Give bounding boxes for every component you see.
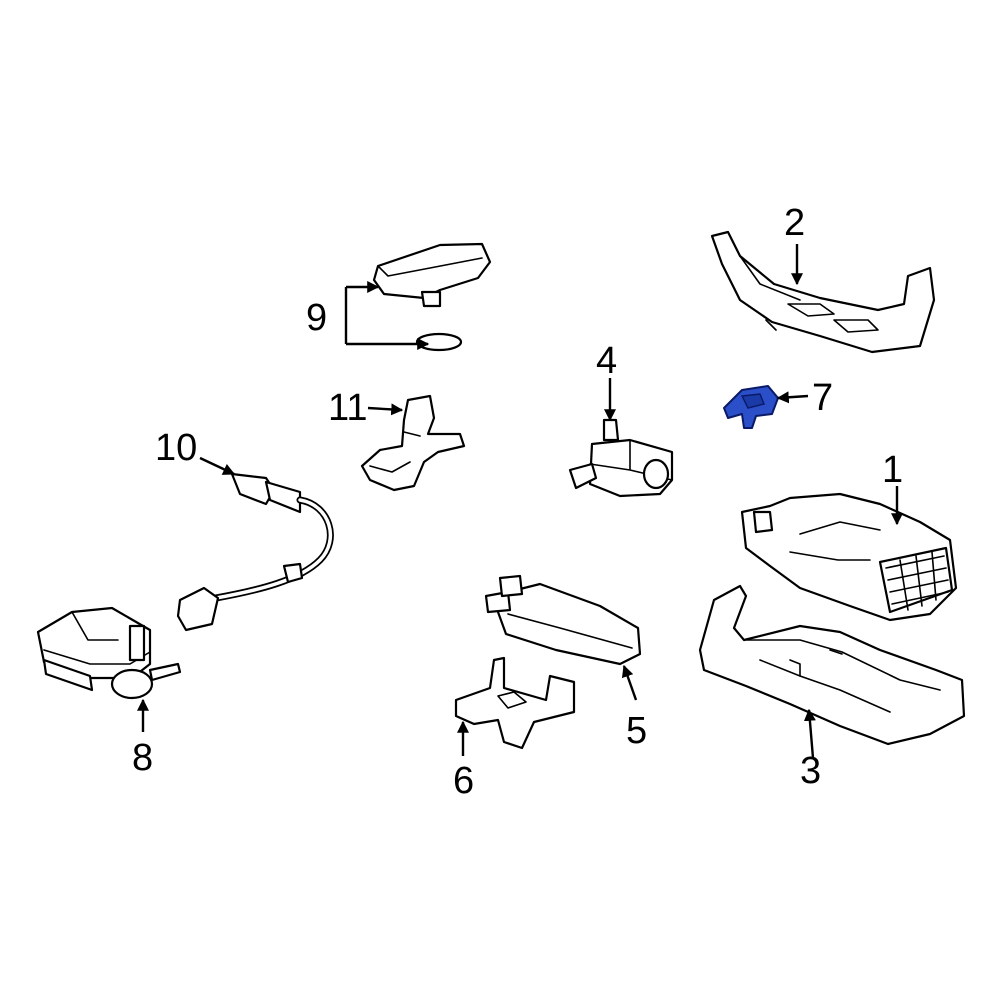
callout-11: 11 [328, 387, 367, 429]
part-2-upper-bracket [710, 230, 936, 354]
callout-6: 6 [453, 760, 474, 802]
part-4-purge-valve [568, 418, 674, 498]
part-3-lower-tray [698, 584, 966, 746]
callout-10: 10 [155, 427, 197, 469]
part-9-sensor [372, 242, 492, 352]
part-6-mounting-bracket [454, 656, 576, 750]
callout-7: 7 [812, 377, 833, 419]
callout-7-leader [776, 391, 809, 404]
callout-8: 8 [132, 737, 153, 779]
part-11-bracket [360, 394, 466, 492]
callout-9: 9 [306, 297, 327, 339]
part-10-oxygen-sensor [176, 472, 334, 632]
callout-1: 1 [882, 449, 903, 491]
callout-9-leader [344, 281, 430, 350]
callout-4: 4 [596, 340, 617, 382]
callout-3-leader [803, 708, 816, 759]
callout-3: 3 [800, 750, 821, 792]
part-5-canister [484, 574, 642, 666]
part-1-canister [740, 492, 958, 622]
callout-5-leader [621, 664, 638, 701]
part-8-vent-valve [36, 606, 182, 700]
callout-11-leader [367, 403, 404, 416]
callout-10-leader [199, 456, 236, 476]
part-7-clip-highlighted [723, 385, 779, 429]
callout-2: 2 [784, 202, 805, 244]
callout-5: 5 [626, 710, 647, 752]
